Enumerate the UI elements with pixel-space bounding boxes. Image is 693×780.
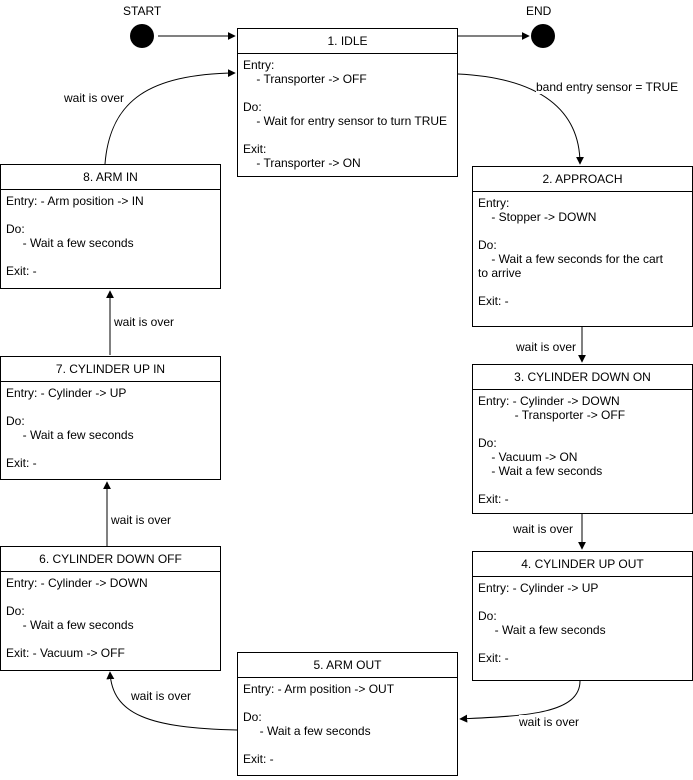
state-title: 5. ARM OUT	[238, 653, 457, 678]
state-approach: 2. APPROACH Entry: - Stopper -> DOWN Do:…	[472, 166, 693, 327]
edge-label-idle-to-approach: band entry sensor = TRUE	[536, 80, 679, 94]
state-title: 1. IDLE	[238, 29, 457, 54]
edge-idle-to-approach	[457, 73, 584, 165]
state-arm-in: 8. ARM IN Entry: - Arm position -> IN Do…	[0, 164, 221, 289]
state-cylinder-down-off: 6. CYLINDER DOWN OFF Entry: - Cylinder -…	[0, 546, 221, 671]
state-title: 7. CYLINDER UP IN	[1, 357, 220, 382]
edge-arm-in-to-idle	[104, 69, 236, 165]
state-arm-out: 5. ARM OUT Entry: - Arm position -> OUT …	[237, 652, 458, 776]
state-body: Entry: - Stopper -> DOWN Do: - Wait a fe…	[478, 196, 663, 308]
state-body: Entry: - Cylinder -> UP Do: - Wait a few…	[478, 581, 606, 665]
edge-label-arm-out-to-cylinder-down-off: wait is over	[131, 689, 192, 703]
state-body: Entry: - Transporter -> OFF Do: - Wait f…	[243, 58, 448, 170]
edge-label-cylinder-down-on-to-cylinder-up-out: wait is over	[513, 522, 574, 536]
edge-label-cylinder-up-out-to-arm-out: wait is over	[519, 715, 580, 729]
state-title: 8. ARM IN	[1, 165, 220, 190]
state-cylinder-up-in: 7. CYLINDER UP IN Entry: - Cylinder -> U…	[0, 356, 221, 480]
state-body: Entry: - Cylinder -> DOWN Do: - Wait a f…	[6, 576, 148, 660]
edge-label-cylinder-up-in-to-arm-in: wait is over	[114, 315, 175, 329]
edge-arm-out-to-cylinder-down-off	[106, 671, 238, 731]
edge-cylinder-up-out-to-arm-out	[459, 680, 581, 723]
state-title: 2. APPROACH	[473, 167, 692, 192]
state-idle: 1. IDLE Entry: - Transporter -> OFF Do: …	[237, 28, 458, 177]
state-body: Entry: - Arm position -> OUT Do: - Wait …	[243, 682, 395, 766]
edge-label-arm-in-to-idle: wait is over	[64, 91, 125, 105]
state-body: Entry: - Cylinder -> UP Do: - Wait a few…	[6, 386, 134, 470]
state-body: Entry: - Cylinder -> DOWN - Transporter …	[478, 394, 626, 506]
state-body: Entry: - Arm position -> IN Do: - Wait a…	[6, 194, 144, 278]
end-label: END	[526, 4, 552, 18]
start-node	[130, 24, 154, 48]
state-cylinder-down-on: 3. CYLINDER DOWN ON Entry: - Cylinder ->…	[472, 364, 693, 514]
state-cylinder-up-out: 4. CYLINDER UP OUT Entry: - Cylinder -> …	[472, 551, 693, 681]
start-label: START	[123, 4, 162, 18]
edge-label-approach-to-cylinder-down-on: wait is over	[516, 340, 577, 354]
state-title: 4. CYLINDER UP OUT	[473, 552, 692, 577]
end-node	[531, 24, 555, 48]
edge-label-cylinder-down-off-to-cylinder-up-in: wait is over	[111, 513, 172, 527]
state-title: 3. CYLINDER DOWN ON	[473, 365, 692, 390]
state-title: 6. CYLINDER DOWN OFF	[1, 547, 220, 572]
